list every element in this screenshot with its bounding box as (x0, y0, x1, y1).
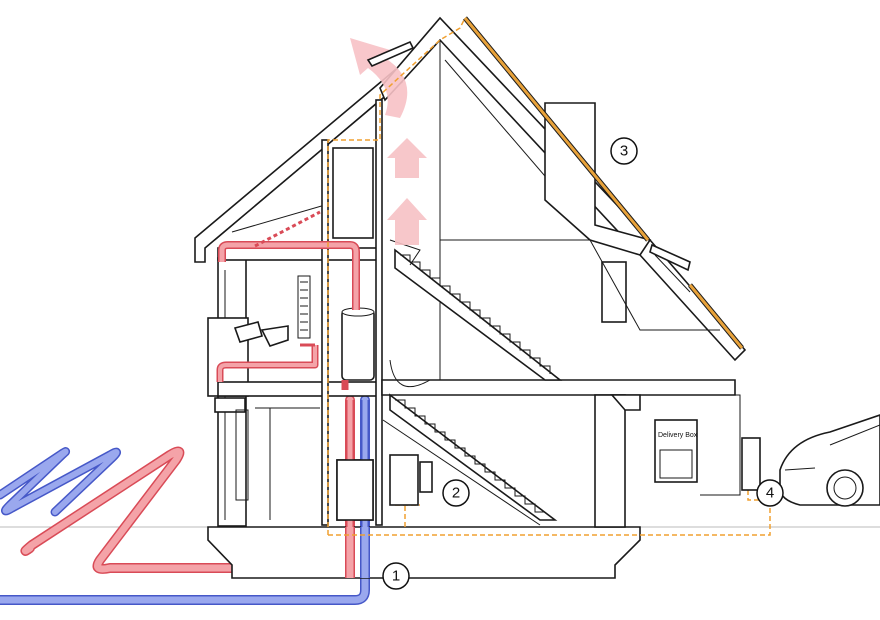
electrical-cabinet (389, 454, 433, 506)
callout-3: 3 (610, 137, 638, 165)
callout-4: 4 (756, 479, 784, 507)
delivery-box-label: Delivery Box (658, 432, 698, 439)
staircase-lower (389, 359, 558, 521)
foundation (207, 526, 641, 579)
first-floor-slab-right (381, 379, 736, 396)
roof-vent (366, 40, 415, 68)
lower-right-wall (594, 394, 626, 528)
callout-3-label: 3 (620, 143, 628, 160)
under-stair-diagonal (382, 419, 541, 526)
hot-water-tank (341, 307, 375, 381)
roof-left-inner (214, 99, 381, 241)
heat-pump-unit-front (336, 459, 374, 521)
towel-radiator (297, 275, 311, 339)
callout-2: 2 (442, 479, 470, 507)
upper-shaft-window (332, 147, 374, 239)
callout-4-label: 4 (766, 485, 774, 502)
solar-panels (463, 16, 744, 350)
callout-2-label: 2 (452, 485, 460, 502)
electrical-wiring (327, 17, 771, 536)
roof-window-left (231, 155, 326, 233)
shaft-wall-right (375, 99, 383, 526)
first-floor-slab-left (217, 381, 379, 397)
delivery-box (654, 419, 698, 483)
attic-floor (440, 239, 720, 331)
ev-charger (741, 437, 761, 491)
roof-window-right (649, 243, 691, 293)
dormer-window (601, 261, 627, 323)
shaft-wall-left (321, 139, 329, 526)
bathroom-sink (233, 321, 289, 347)
ground-coil-cold (0, 447, 121, 517)
staircase-upper (389, 239, 563, 381)
callout-1-label: 1 (392, 568, 400, 585)
warm-water-piping (216, 210, 360, 390)
air-flow-arrows (350, 38, 427, 245)
ground-coil-warm (20, 446, 355, 574)
electric-car (779, 414, 880, 507)
dormer (544, 102, 652, 256)
callout-1: 1 (382, 562, 410, 590)
garage-wall (625, 394, 741, 496)
lower-left-window (235, 409, 249, 501)
